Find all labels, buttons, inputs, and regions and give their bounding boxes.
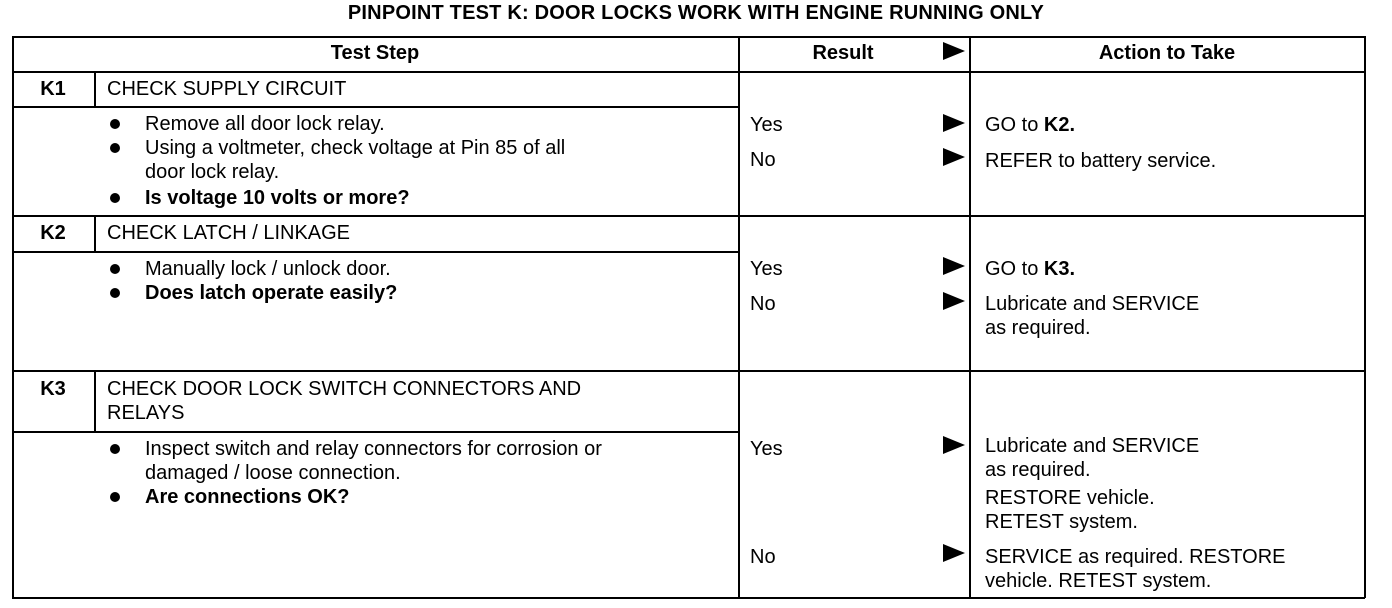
bullet-icon: [110, 119, 120, 129]
k2-code-divider: [94, 216, 96, 251]
k1-row-divider: [12, 215, 1365, 217]
k1-title-divider: [12, 106, 739, 108]
bullet-icon: [110, 193, 120, 203]
step-title-k3-line-1: CHECK DOOR LOCK SWITCH CONNECTORS AND: [107, 378, 582, 400]
header-divider: [12, 71, 1365, 73]
arrow-right-icon: [943, 544, 965, 562]
k1-instruction-2-line-2: door lock relay.: [145, 161, 280, 183]
k1-result-no: No: [750, 149, 776, 171]
k3-action-yes-line-1: Lubricate and SERVICE: [985, 435, 1200, 457]
step-code-k1: K1: [40, 78, 66, 100]
arrow-right-icon: [943, 42, 965, 60]
k3-action-yes-line-4: RETEST system.: [985, 511, 1138, 533]
k2-action-no-line-2: as required.: [985, 317, 1091, 339]
step-code-k2: K2: [40, 222, 66, 244]
k1-result-yes: Yes: [750, 114, 783, 136]
k1-instruction-2-line-1: Using a voltmeter, check voltage at Pin …: [145, 137, 566, 159]
header-test-step: Test Step: [330, 42, 420, 64]
k2-question: Does latch operate easily?: [145, 282, 398, 304]
arrow-right-icon: [943, 114, 965, 132]
k2-title-divider: [12, 251, 739, 253]
bullet-icon: [110, 492, 120, 502]
k3-action-yes-line-2: as required.: [985, 459, 1091, 481]
k3-action-no-line-1: SERVICE as required. RESTORE: [985, 546, 1286, 568]
arrow-right-icon: [943, 292, 965, 310]
k3-code-divider: [94, 371, 96, 431]
column-divider-result: [738, 36, 740, 598]
header-result: Result: [812, 42, 874, 64]
arrow-right-icon: [943, 148, 965, 166]
k3-question: Are connections OK?: [145, 486, 350, 508]
k2-row-divider: [12, 370, 1365, 372]
arrow-right-icon: [943, 257, 965, 275]
table-border-bottom: [12, 597, 1365, 599]
bullet-icon: [110, 444, 120, 454]
k1-action-yes: GO to K2.: [985, 114, 1076, 136]
k1-instruction-1: Remove all door lock relay.: [145, 113, 385, 135]
k3-result-yes: Yes: [750, 438, 783, 460]
k1-code-divider: [94, 72, 96, 106]
bullet-icon: [110, 143, 120, 153]
pinpoint-test-table: Test Step Result Action to Take K1 CHECK…: [12, 36, 1366, 599]
bullet-icon: [110, 288, 120, 298]
k3-action-no-line-2: vehicle. RETEST system.: [985, 570, 1212, 592]
page-title: PINPOINT TEST K: DOOR LOCKS WORK WITH EN…: [347, 2, 1045, 24]
k3-title-divider: [12, 431, 739, 433]
k1-action-no: REFER to battery service.: [985, 150, 1217, 172]
table-border-right: [1364, 36, 1366, 598]
k1-question: Is voltage 10 volts or more?: [145, 187, 410, 209]
k3-action-yes-line-3: RESTORE vehicle.: [985, 487, 1155, 509]
table-border-left: [12, 36, 14, 598]
table-border-top: [12, 36, 1365, 38]
step-title-k1: CHECK SUPPLY CIRCUIT: [107, 78, 347, 100]
step-code-k3: K3: [40, 378, 66, 400]
k3-instruction-1-line-1: Inspect switch and relay connectors for …: [145, 438, 602, 460]
k3-instruction-1-line-2: damaged / loose connection.: [145, 462, 401, 484]
step-title-k3-line-2: RELAYS: [107, 402, 185, 424]
k2-action-yes: GO to K3.: [985, 258, 1076, 280]
arrow-right-icon: [943, 436, 965, 454]
k3-result-no: No: [750, 546, 776, 568]
header-action: Action to Take: [1098, 42, 1236, 64]
k2-result-yes: Yes: [750, 258, 783, 280]
k2-result-no: No: [750, 293, 776, 315]
bullet-icon: [110, 264, 120, 274]
k2-instruction-1: Manually lock / unlock door.: [145, 258, 391, 280]
step-title-k2: CHECK LATCH / LINKAGE: [107, 222, 351, 244]
k2-action-no-line-1: Lubricate and SERVICE: [985, 293, 1200, 315]
column-divider-action: [969, 36, 971, 598]
